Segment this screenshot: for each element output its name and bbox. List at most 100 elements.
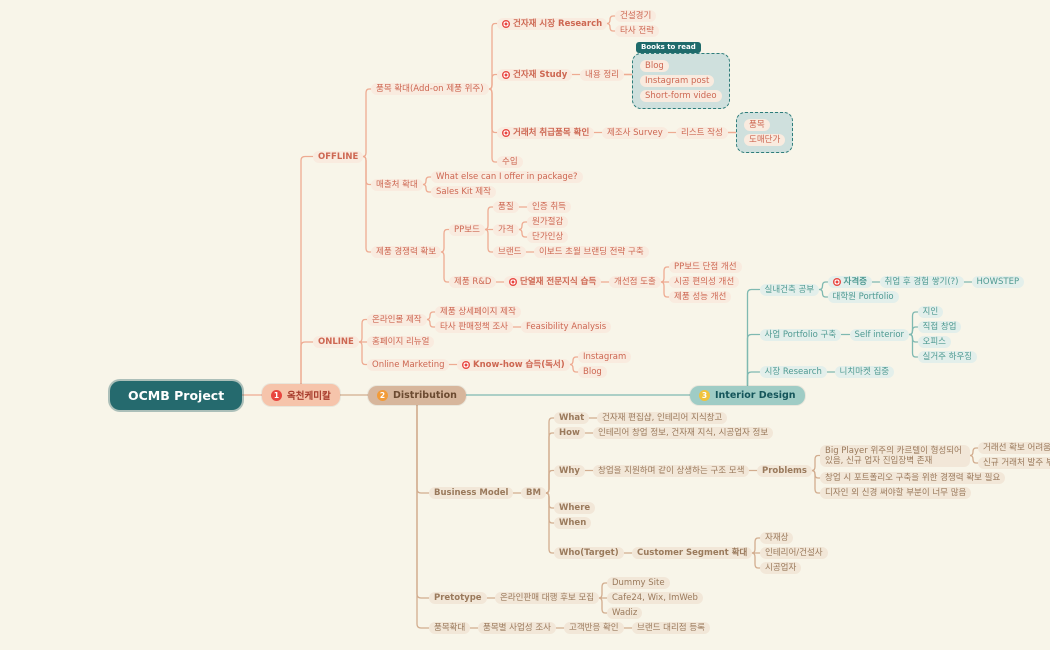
- topic-node[interactable]: OFFLINE: [313, 150, 364, 163]
- topic-node[interactable]: 신규 거래처 발주 부족: [978, 457, 1050, 469]
- topic-node[interactable]: 내용 정리: [580, 68, 624, 81]
- topic-node[interactable]: 니치마켓 집중: [834, 366, 895, 378]
- topic-node[interactable]: 디자인 외 신경 써야할 부분이 너무 많음: [820, 487, 972, 499]
- topic-node[interactable]: Feasibility Analysis: [521, 321, 612, 333]
- topic-node[interactable]: 온라인몰 제작: [367, 313, 427, 326]
- topic-node[interactable]: Big Player 위주의 카르텔이 형성되어있음, 신규 업자 진입장벽 존…: [820, 444, 970, 467]
- topic-node[interactable]: 수입: [497, 156, 523, 168]
- topic-node[interactable]: Problems: [757, 464, 812, 477]
- topic-node[interactable]: 거래처 취급품목 확인: [497, 126, 595, 139]
- topic-node[interactable]: 창업 시 포트폴리오 구축을 위한 경쟁력 확보 필요: [820, 472, 1006, 484]
- topic-node[interactable]: 단열재 전문지식 습득: [504, 276, 602, 288]
- topic-node[interactable]: How: [554, 427, 585, 439]
- topic-node[interactable]: 리스트 작성: [676, 126, 728, 139]
- topic-node[interactable]: 온라인판매 대행 후보 모집: [495, 592, 600, 604]
- topic-node[interactable]: Who(Target): [554, 547, 624, 559]
- topic-node[interactable]: 매출처 확대: [371, 178, 423, 191]
- topic-node[interactable]: 품질: [493, 201, 519, 213]
- topic-node[interactable]: Sales Kit 제작: [431, 186, 496, 198]
- topic-node[interactable]: 시공업자: [760, 562, 802, 574]
- topic-node[interactable]: 실거주 하우징: [917, 351, 978, 363]
- topic-node[interactable]: 시공 편의성 개선: [669, 276, 740, 288]
- topic-node[interactable]: 가격: [493, 223, 519, 236]
- topic-node[interactable]: 브랜드: [493, 246, 527, 258]
- topic-node[interactable]: 브랜드 대리점 등록: [632, 622, 710, 634]
- topic-node[interactable]: When: [554, 517, 592, 529]
- topic-node[interactable]: 대학원 Portfolio: [827, 291, 899, 303]
- topic-node[interactable]: 품목확대: [429, 622, 471, 634]
- topic-label: 고객반응 확인: [569, 623, 619, 633]
- topic-node[interactable]: Dummy Site: [607, 577, 670, 589]
- topic-node[interactable]: 품목 확대(Add-on 제품 위주): [371, 83, 489, 95]
- topic-label: 타사 전략: [620, 26, 654, 36]
- topic-node[interactable]: Online Marketing: [367, 358, 450, 371]
- topic-node[interactable]: 사업 Portfolio 구축: [759, 328, 842, 341]
- topic-node[interactable]: Wadiz: [607, 607, 643, 619]
- topic-node[interactable]: Cafe24, Wix, ImWeb: [607, 592, 703, 604]
- topic-node[interactable]: Self interior: [849, 328, 910, 341]
- topic-node[interactable]: 제품 R&D: [449, 276, 497, 288]
- topic-node[interactable]: 제조사 Survey: [602, 126, 668, 139]
- topic-node[interactable]: Instagram post: [640, 75, 715, 87]
- topic-node[interactable]: 실내건축 공부: [759, 283, 820, 296]
- topic-node[interactable]: PP보드 단점 개선: [669, 261, 742, 273]
- topic-node[interactable]: Why: [554, 464, 585, 477]
- topic-node[interactable]: ONLINE: [313, 336, 359, 348]
- topic-node[interactable]: 개선점 도출: [609, 276, 661, 288]
- topic-node[interactable]: Short-form video: [640, 90, 722, 102]
- topic-node[interactable]: 제품 경쟁력 확보: [371, 246, 442, 258]
- topic-node[interactable]: 직접 창업: [917, 321, 962, 333]
- topic-node[interactable]: 오피스: [917, 336, 951, 348]
- topic-node[interactable]: 도매단가: [744, 134, 786, 146]
- topic-node[interactable]: 시장 Research: [759, 366, 827, 378]
- central-topic[interactable]: OCMB Project: [110, 380, 243, 410]
- topic-node[interactable]: 건설경기: [615, 10, 657, 22]
- topic-node[interactable]: 품목별 사업성 조사: [478, 622, 556, 634]
- topic-node[interactable]: 제품 성능 개선: [669, 291, 732, 303]
- topic-node[interactable]: 자재상: [760, 532, 794, 544]
- topic-node[interactable]: 지인: [917, 306, 944, 318]
- topic-node[interactable]: Where: [554, 502, 596, 514]
- topic-node[interactable]: Business Model: [429, 487, 514, 499]
- topic-node[interactable]: 인증 취득: [527, 201, 571, 213]
- topic-label: Blog: [645, 61, 664, 71]
- topic-node[interactable]: Know-how 습득(독서): [457, 358, 570, 371]
- topic-node[interactable]: 자격증: [827, 276, 872, 288]
- topic-node[interactable]: BM: [521, 487, 546, 499]
- topic-node[interactable]: What: [554, 412, 590, 424]
- topic-node[interactable]: 건자재 시장 Research: [497, 17, 608, 30]
- topic-node[interactable]: HOWSTEP: [971, 276, 1025, 288]
- topic-node[interactable]: 단가인상: [527, 231, 569, 243]
- topic-node[interactable]: 취업 후 경험 쌓기(?): [879, 276, 964, 288]
- topic-node[interactable]: Blog: [578, 366, 607, 378]
- topic-node[interactable]: 홈페이지 리뉴얼: [367, 336, 435, 348]
- topic-node[interactable]: 제품 상세페이지 제작: [435, 306, 521, 318]
- topic-label: 품목: [749, 120, 765, 130]
- topic-node[interactable]: 품목: [744, 119, 770, 131]
- topic-node[interactable]: 인테리어 창업 정보, 건자재 지식, 시공업자 정보: [593, 427, 774, 439]
- topic-node[interactable]: PP보드: [449, 223, 485, 236]
- topic-label: Pretotype: [434, 593, 482, 603]
- topic-node[interactable]: What else can I offer in package?: [431, 171, 583, 183]
- topic-label: Blog: [583, 367, 602, 377]
- topic-label: Self interior: [854, 329, 905, 340]
- topic-node[interactable]: 건자재 편집샵, 인테리어 지식창고: [597, 412, 728, 424]
- topic-node[interactable]: 이보드 초월 브랜딩 전략 구축: [534, 246, 649, 258]
- topic-label: Problems: [762, 465, 807, 476]
- topic-node[interactable]: 타사 판매정책 조사: [435, 321, 513, 333]
- topic-node[interactable]: 원가절감: [527, 216, 569, 228]
- topic-node[interactable]: 타사 전략: [615, 25, 659, 37]
- topic-node[interactable]: 고객반응 확인: [564, 622, 624, 634]
- topic-node[interactable]: Customer Segment 확대: [632, 547, 753, 559]
- topic-node[interactable]: 건자재 Study: [497, 68, 573, 81]
- topic-node[interactable]: Instagram: [578, 351, 632, 363]
- topic-node[interactable]: 거래선 확보 어려움: [978, 442, 1050, 454]
- topic-node[interactable]: 인테리어/건설사: [760, 547, 828, 559]
- topic-node[interactable]: Pretotype: [429, 592, 487, 604]
- topic-node[interactable]: 창업을 지원하며 같이 상생하는 구조 모색: [593, 464, 750, 477]
- topic-label: 제조사 Survey: [607, 127, 663, 138]
- topic-node[interactable]: Blog: [640, 60, 669, 72]
